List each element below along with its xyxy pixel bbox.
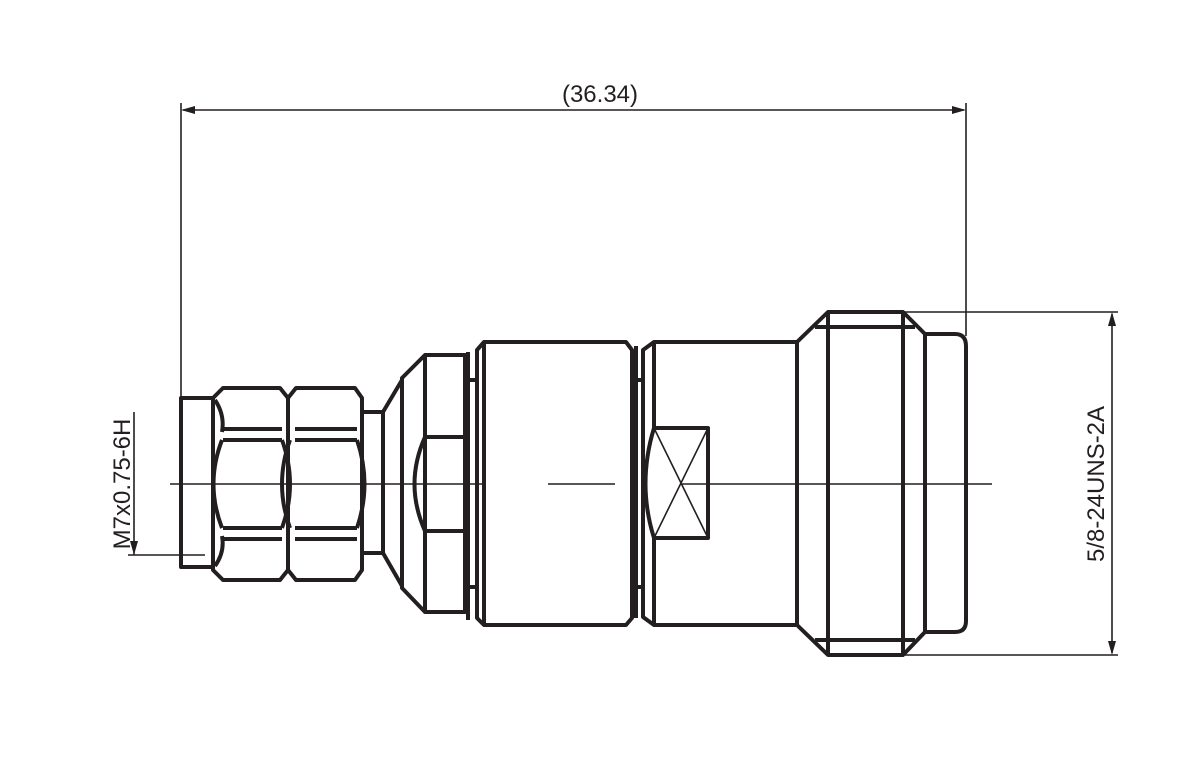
right-thread-label: 5/8-24UNS-2A	[1083, 406, 1110, 562]
body-section-1	[475, 340, 634, 627]
plug-pin-body	[179, 396, 213, 569]
right-thread-dimension: 5/8-24UNS-2A	[905, 311, 1118, 656]
overall-length-label: (36.34)	[562, 81, 638, 108]
hex-nut-1	[211, 386, 292, 582]
left-thread-label: M7x0.75-6H	[109, 419, 136, 550]
end-cap	[925, 332, 968, 634]
coupling-hex	[400, 352, 476, 620]
collar-step	[362, 378, 404, 587]
large-nut	[795, 310, 927, 657]
hex-nut-2	[280, 386, 367, 582]
left-thread-dimension: M7x0.75-6H	[109, 412, 205, 556]
overall-length-dimension: (36.34)	[180, 81, 967, 400]
